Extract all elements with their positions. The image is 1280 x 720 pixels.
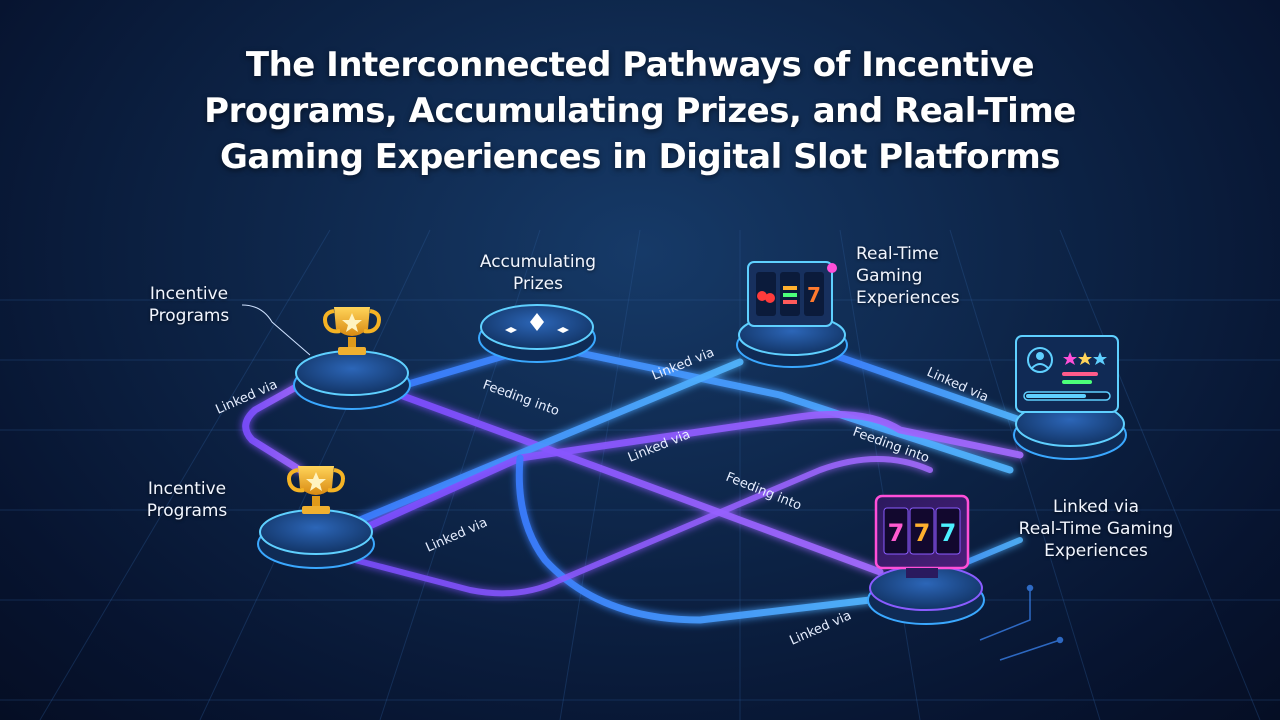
path-top-main-purple [388,388,884,576]
platform-incentive-bottom [257,466,375,569]
diamond-icon [505,313,569,333]
path-label-feeding-into-1: Feeding into [481,378,561,420]
path-label-linked-via-1: Linked via [214,377,280,417]
platform-incentive-top [293,307,411,410]
path-blue-realtime-right [821,348,1024,424]
node-label-accumulating: Accumulating Prizes [479,252,597,294]
reel-3: 7 [940,519,957,547]
trophy-icon [287,466,345,514]
trophy-icon [323,307,381,355]
platform-accumulating [478,304,596,363]
node-label-linked-realtime: Linked via Real-Time Gaming Experiences [1018,497,1174,561]
reel-1: 7 [888,519,905,547]
node-label-realtime: Real-Time Gaming Experiences [856,244,960,308]
node-label-incentive-top: Incentive Programs [148,284,230,326]
platform-slot-machine: 7 7 7 [867,494,985,625]
circuit-traces [979,584,1064,661]
pointer-line-incentive [241,304,311,356]
user-profile-card-icon [1015,335,1119,413]
path-bottom [352,456,933,597]
slot-machine-777-icon: 7 7 7 [874,494,970,578]
path-purple-top-left [242,378,309,474]
diagram-title: The Interconnected Pathways of Incentive… [140,42,1140,180]
platform-realtime: 7 [736,261,848,368]
path-purple-cross [361,410,1024,532]
path-label-linked-via-4: Linked via [626,427,693,466]
path-blue-cross [356,358,744,524]
node-label-incentive-bottom: Incentive Programs [146,479,228,521]
title-line: The Interconnected Pathways of Incentive [245,45,1035,85]
platform-profile [1013,335,1127,460]
reel-2: 7 [914,519,931,547]
title-line: Gaming Experiences in Digital Slot Platf… [219,137,1061,177]
path-label-linked-via-6: Linked via [788,608,854,648]
slot-screen-icon: 7 [747,261,837,327]
path-label-linked-via-5: Linked via [424,515,490,555]
path-loop [515,454,874,624]
svg-text:7: 7 [807,283,821,307]
title-line: Programs, Accumulating Prizes, and Real-… [204,91,1076,131]
